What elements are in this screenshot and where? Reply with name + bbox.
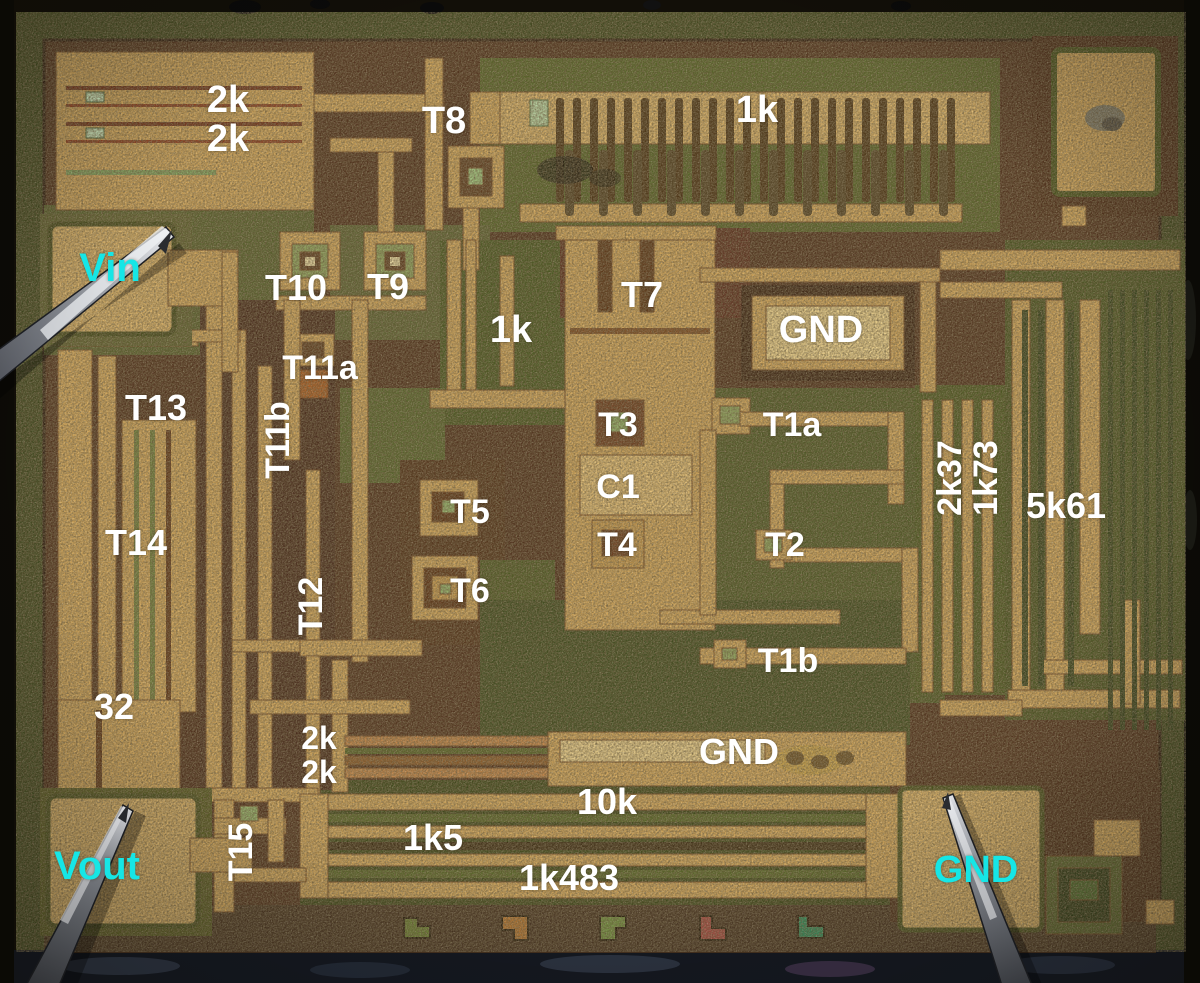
label-2k-low-b: 2k bbox=[301, 754, 337, 790]
label-32: 32 bbox=[93, 686, 135, 727]
label-2k-top-a: 2k bbox=[206, 79, 250, 121]
label-t5: T5 bbox=[450, 493, 490, 531]
label-t6: T6 bbox=[450, 572, 490, 610]
label-t1a: T1a bbox=[762, 406, 822, 444]
label-t4: T4 bbox=[597, 526, 637, 564]
label-2k-top-b: 2k bbox=[206, 118, 250, 160]
label-5k61: 5k61 bbox=[1025, 485, 1107, 526]
label-t9: T9 bbox=[366, 266, 410, 307]
label-10k: 10k bbox=[576, 781, 638, 822]
label-t7: T7 bbox=[620, 274, 664, 315]
label-t10: T10 bbox=[264, 267, 328, 308]
label-gnd-pad: GND bbox=[933, 849, 1019, 891]
label-gnd-lower: GND bbox=[699, 731, 779, 772]
label-t13: T13 bbox=[124, 387, 188, 428]
label-2k37: 2k37 bbox=[931, 440, 969, 516]
label-t12: T12 bbox=[292, 576, 330, 636]
label-1k-mid: 1k bbox=[489, 309, 533, 351]
label-1k-top: 1k bbox=[735, 89, 779, 131]
label-t3: T3 bbox=[598, 406, 638, 444]
label-t14: T14 bbox=[104, 522, 168, 563]
label-2k-low-a: 2k bbox=[301, 720, 337, 756]
label-t8: T8 bbox=[421, 100, 467, 142]
label-t15: T15 bbox=[222, 822, 260, 882]
label-t1b: T1b bbox=[757, 642, 819, 680]
label-1k73: 1k73 bbox=[967, 440, 1005, 516]
label-vout: Vout bbox=[54, 844, 140, 888]
label-t2: T2 bbox=[765, 526, 805, 564]
label-t11a: T11a bbox=[282, 349, 358, 387]
label-t11b: T11b bbox=[259, 401, 297, 479]
label-1k483: 1k483 bbox=[518, 857, 620, 898]
label-gnd-upper: GND bbox=[778, 309, 864, 351]
label-1k5: 1k5 bbox=[402, 817, 464, 858]
label-c1: C1 bbox=[596, 468, 640, 506]
label-vin: Vin bbox=[79, 246, 141, 290]
